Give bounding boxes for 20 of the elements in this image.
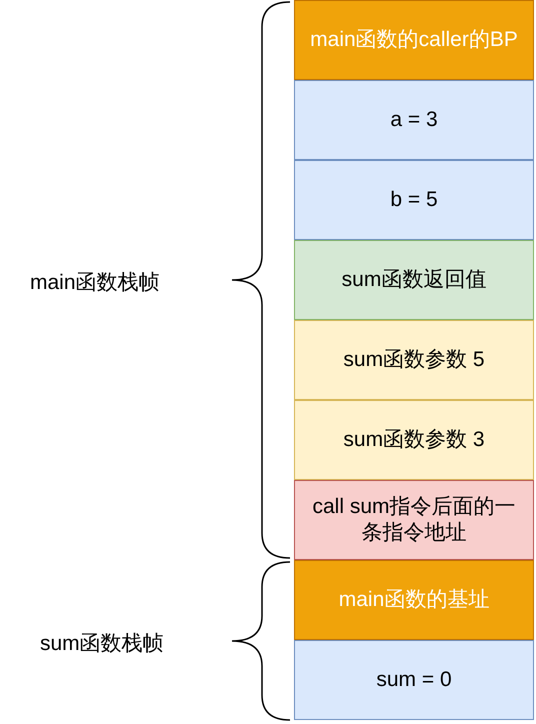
stack-slot bbox=[294, 560, 534, 640]
stack-slot bbox=[294, 240, 534, 320]
stack-slot bbox=[294, 80, 534, 160]
stack-slot bbox=[294, 160, 534, 240]
slot-text: b = 5 bbox=[390, 187, 438, 213]
stack-slot bbox=[294, 400, 534, 480]
slot-text: sum函数参数 3 bbox=[343, 427, 485, 453]
slot-text: a = 3 bbox=[390, 107, 438, 133]
slot-text: main函数的基址 bbox=[338, 587, 490, 613]
slot-text: main函数的caller的BP bbox=[310, 27, 518, 53]
slot-text: call sum指令后面的一条指令地址 bbox=[311, 494, 517, 546]
stack-slot bbox=[294, 640, 534, 720]
stack-slot bbox=[294, 0, 534, 80]
slot-text: sum函数参数 5 bbox=[343, 347, 485, 373]
slot-text: sum = 0 bbox=[376, 667, 452, 693]
stack-slot bbox=[294, 320, 534, 400]
stack-slot bbox=[294, 480, 534, 560]
slot-text: sum函数返回值 bbox=[342, 267, 486, 293]
frame-label: main函数栈帧 bbox=[30, 270, 160, 296]
frame-label: sum函数栈帧 bbox=[40, 631, 164, 657]
